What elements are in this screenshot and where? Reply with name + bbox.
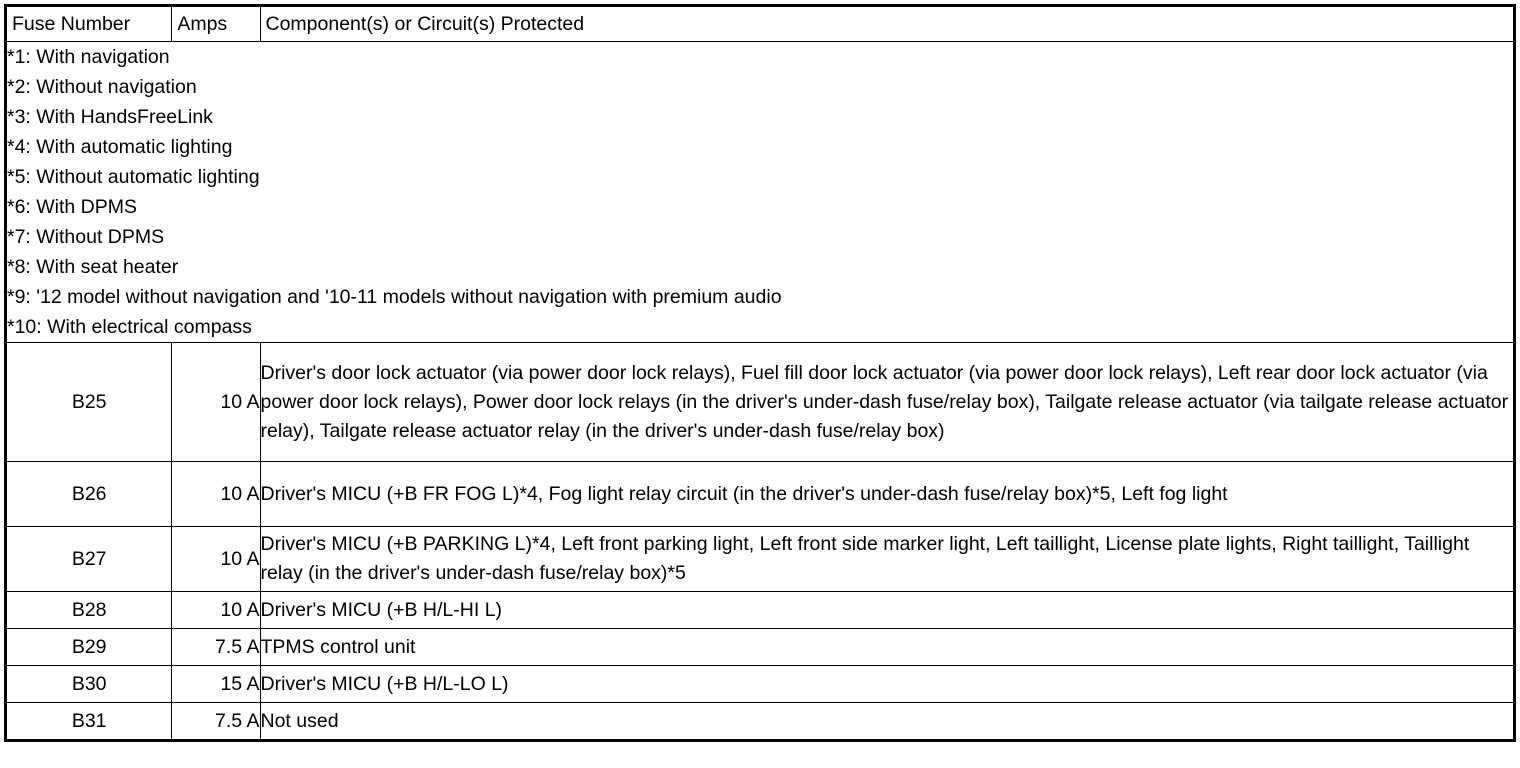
fuse-box-table: Fuse Number Amps Component(s) or Circuit… [4, 4, 1516, 742]
footnote-item: *2: Without navigation [7, 76, 197, 98]
cell-amps: 10 A [171, 342, 261, 462]
table-body: *1: With navigation *2: Without navigati… [4, 41, 1515, 741]
cell-component: Driver's MICU (+B FR FOG L)*4, Fog light… [259, 461, 1515, 527]
cell-component: Driver's MICU (+B H/L-HI L) [259, 591, 1515, 629]
cell-fuse-number: B29 [4, 628, 173, 666]
component-text: TPMS control unit [260, 635, 416, 658]
column-header-component: Component(s) or Circuit(s) Protected [259, 5, 1515, 42]
column-header-component-label: Component(s) or Circuit(s) Protected [265, 12, 585, 35]
cell-component: Not used [259, 702, 1515, 741]
component-text: Driver's MICU (+B H/L-HI L) [260, 598, 503, 621]
footnote-item: *3: With HandsFreeLink [7, 106, 213, 128]
footnotes-row: *1: With navigation *2: Without navigati… [5, 41, 1515, 343]
cell-amps: 10 A [171, 461, 261, 527]
cell-amps: 10 A [171, 526, 261, 592]
cell-component: Driver's MICU (+B PARKING L)*4, Left fro… [259, 526, 1515, 592]
cell-fuse-number: B26 [4, 461, 173, 527]
footnote-item: *7: Without DPMS [7, 226, 165, 248]
component-text: Not used [260, 709, 339, 732]
cell-fuse-number: B25 [4, 342, 173, 462]
footnote-item: *9: '12 model without navigation and '10… [7, 286, 782, 308]
component-text: Driver's MICU (+B FR FOG L)*4, Fog light… [260, 482, 1228, 505]
table-head: Fuse Number Amps Component(s) or Circuit… [4, 5, 1515, 42]
component-text: Driver's MICU (+B H/L-LO L) [260, 672, 509, 695]
table-row: B29 7.5 A TPMS control unit [4, 628, 1515, 666]
cell-component: Driver's MICU (+B H/L-LO L) [259, 665, 1515, 703]
cell-amps: 7.5 A [171, 702, 261, 741]
footnote-item: *6: With DPMS [7, 196, 138, 218]
fuse-table-page: Fuse Number Amps Component(s) or Circuit… [0, 4, 1520, 768]
table-row: B28 10 A Driver's MICU (+B H/L-HI L) [4, 591, 1515, 629]
cell-amps: 10 A [171, 591, 261, 629]
footnotes-cell: *1: With navigation *2: Without navigati… [5, 41, 1515, 343]
table-row: B31 7.5 A Not used [4, 702, 1515, 741]
table-header-row: Fuse Number Amps Component(s) or Circuit… [4, 5, 1515, 42]
footnote-item: *4: With automatic lighting [7, 136, 233, 158]
component-text: Driver's door lock actuator (via power d… [260, 361, 1509, 442]
cell-component: TPMS control unit [259, 628, 1515, 666]
component-text: Driver's MICU (+B PARKING L)*4, Left fro… [260, 533, 1470, 584]
column-header-fuse-number: Fuse Number [4, 5, 173, 42]
column-header-amps-label: Amps [177, 12, 228, 35]
footnote-item: *1: With navigation [7, 46, 170, 68]
column-header-amps: Amps [171, 5, 261, 42]
footnote-item: *8: With seat heater [7, 256, 179, 278]
footnote-item: *10: With electrical compass [7, 316, 252, 338]
table-row: B26 10 A Driver's MICU (+B FR FOG L)*4, … [4, 461, 1515, 527]
cell-amps: 7.5 A [171, 628, 261, 666]
cell-amps: 15 A [171, 665, 261, 703]
cell-fuse-number: B31 [4, 702, 173, 741]
cell-fuse-number: B28 [4, 591, 173, 629]
table-row: B25 10 A Driver's door lock actuator (vi… [4, 342, 1515, 462]
table-row: B27 10 A Driver's MICU (+B PARKING L)*4,… [4, 526, 1515, 592]
cell-component: Driver's door lock actuator (via power d… [259, 342, 1515, 462]
table-row: B30 15 A Driver's MICU (+B H/L-LO L) [4, 665, 1515, 703]
cell-fuse-number: B27 [4, 526, 173, 592]
column-header-fuse-number-label: Fuse Number [12, 12, 131, 35]
footnote-item: *5: Without automatic lighting [7, 166, 260, 188]
cell-fuse-number: B30 [4, 665, 173, 703]
